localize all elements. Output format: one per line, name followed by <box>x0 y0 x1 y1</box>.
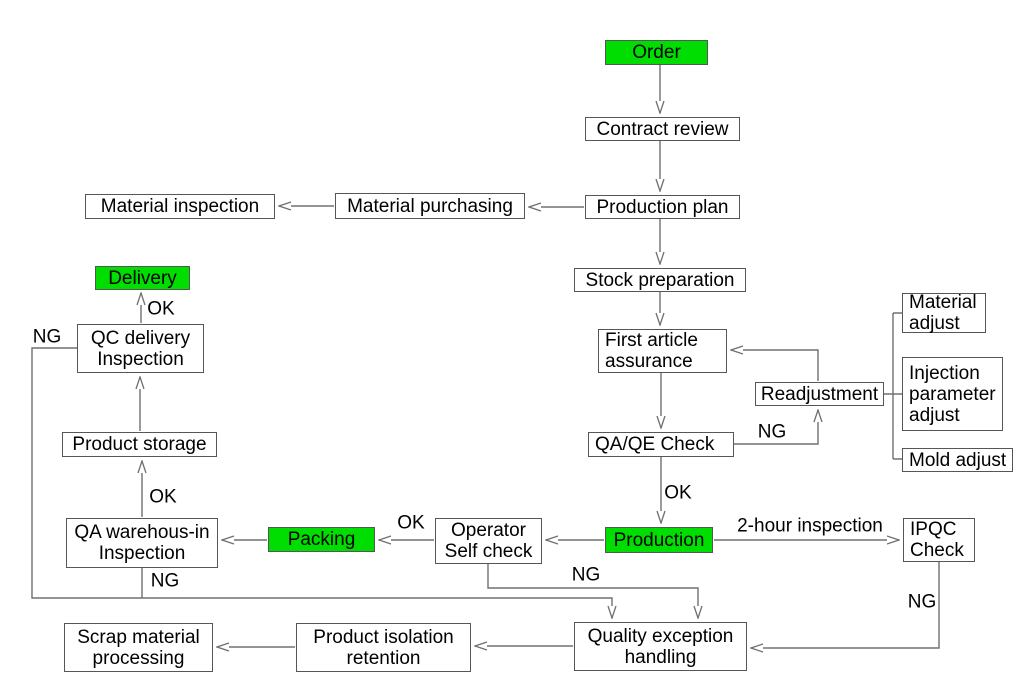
node-first-article-assurance-label: First article assurance <box>605 330 698 372</box>
node-production-plan-label: Production plan <box>596 196 729 218</box>
node-qa-qe-check: QA/QE Check <box>588 432 734 457</box>
node-qa-warehouse-in-inspection-label: QA warehous-in Inspection <box>74 522 210 564</box>
node-stock-preparation-label: Stock preparation <box>585 269 735 291</box>
node-contract-review: Contract review <box>585 117 740 141</box>
edge-label-qc-delivery-ok: OK <box>147 298 175 320</box>
edge-label-operator-ok: OK <box>397 512 425 534</box>
node-material-purchasing: Material purchasing <box>335 193 525 219</box>
node-material-purchasing-label: Material purchasing <box>347 195 513 217</box>
node-product-isolation-retention-label: Product isolation retention <box>313 626 454 669</box>
node-quality-exception-handling-label: Quality exception handling <box>587 625 734 668</box>
node-readjustment: Readjustment <box>755 382 884 406</box>
node-qc-delivery-inspection: QC delivery Inspection <box>77 324 204 373</box>
edge-label-qc-delivery-ng: NG <box>32 326 62 348</box>
node-scrap-material-processing: Scrap material processing <box>64 623 213 672</box>
edge-label-two-hour-inspection: 2-hour inspection <box>737 515 883 537</box>
node-packing-label: Packing <box>287 529 356 550</box>
node-mold-adjust: Mold adjust <box>902 448 1013 472</box>
node-production: Production <box>605 527 713 553</box>
node-first-article-assurance: First article assurance <box>598 329 727 373</box>
node-qa-warehouse-in-inspection: QA warehous-in Inspection <box>66 518 218 568</box>
edge-label-qaqe-ng: NG <box>757 421 787 443</box>
node-mold-adjust-label: Mold adjust <box>909 449 1007 471</box>
node-product-storage: Product storage <box>62 432 217 457</box>
edge-qc-delivery-quality-exception <box>31 347 612 618</box>
node-order: Order <box>605 40 708 65</box>
node-material-adjust-label: Material adjust <box>909 292 977 334</box>
node-injection-parameter-adjust: Injection parameter adjust <box>902 357 1003 431</box>
node-material-adjust: Material adjust <box>902 292 986 334</box>
edge-label-ipqc-ng: NG <box>907 591 937 613</box>
node-production-plan: Production plan <box>585 195 740 219</box>
edge-readjustment-adjust-bracket <box>884 312 902 460</box>
node-scrap-material-processing-label: Scrap material processing <box>77 626 200 669</box>
node-product-isolation-retention: Product isolation retention <box>296 623 471 672</box>
edge-label-operator-ng: NG <box>571 564 601 586</box>
node-quality-exception-handling: Quality exception handling <box>574 622 747 671</box>
node-readjustment-label: Readjustment <box>760 383 879 405</box>
node-delivery-label: Delivery <box>108 267 177 289</box>
node-material-inspection: Material inspection <box>85 194 275 219</box>
node-injection-parameter-adjust-label: Injection parameter adjust <box>909 362 996 426</box>
node-qc-delivery-inspection-label: QC delivery Inspection <box>90 327 191 370</box>
node-packing: Packing <box>268 527 375 552</box>
node-material-inspection-label: Material inspection <box>100 196 260 217</box>
node-stock-preparation: Stock preparation <box>574 268 746 292</box>
node-ipqc-check-label: IPQC Check <box>910 519 964 561</box>
edge-label-qaqe-ok: OK <box>664 482 692 504</box>
edge-label-warehouse-ng: NG <box>150 570 180 592</box>
node-delivery: Delivery <box>95 266 190 290</box>
node-qa-qe-check-label: QA/QE Check <box>595 434 715 455</box>
node-product-storage-label: Product storage <box>72 434 207 455</box>
node-operator-self-check-label: Operator Self check <box>444 520 533 562</box>
node-operator-self-check: Operator Self check <box>435 518 542 564</box>
node-ipqc-check: IPQC Check <box>903 518 975 562</box>
edge-label-warehouse-ok: OK <box>149 486 177 508</box>
node-order-label: Order <box>632 42 681 63</box>
edge-readjustment-first-article <box>731 350 819 381</box>
node-contract-review-label: Contract review <box>596 118 729 140</box>
node-production-label: Production <box>613 529 705 551</box>
